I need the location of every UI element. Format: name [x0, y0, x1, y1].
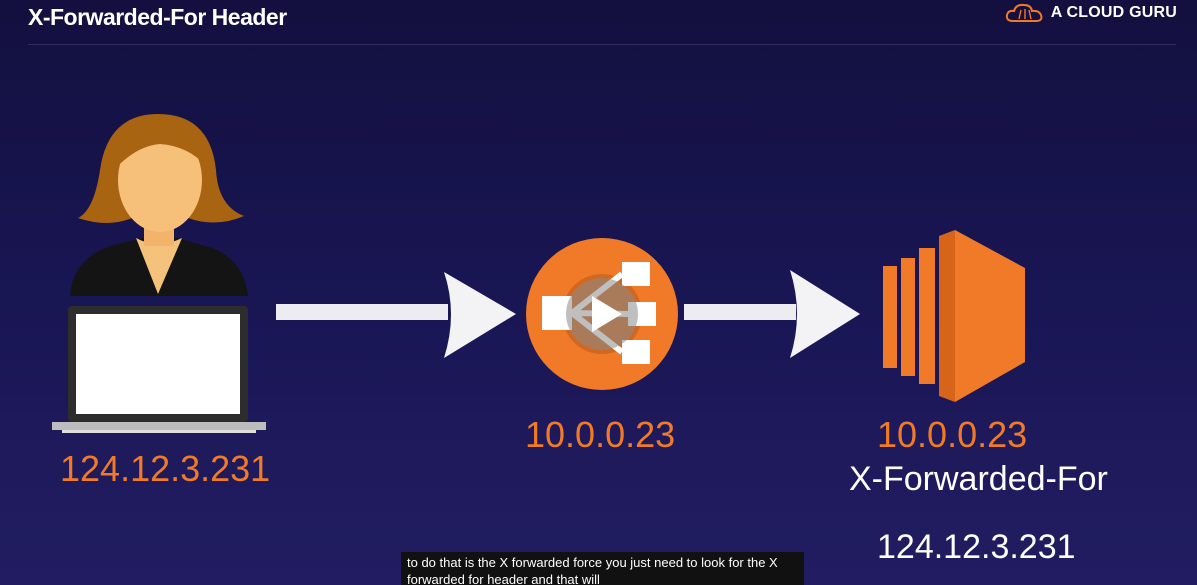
cloud-icon — [1005, 3, 1043, 22]
server-ip-label: 10.0.0.23 — [877, 414, 1028, 455]
ec2-instance-icon — [883, 230, 1025, 402]
elastic-load-balancer-icon — [526, 238, 678, 390]
slide-title: X-Forwarded-For Header — [28, 4, 287, 30]
header-value-label: 124.12.3.231 — [877, 528, 1076, 566]
brand-logo: A CLOUD GURU — [1005, 2, 1177, 24]
caption-text: to do that is the X forwarded force you … — [401, 552, 804, 585]
title-divider — [28, 44, 1176, 45]
user-with-laptop-icon — [52, 114, 266, 433]
brand-name: A CLOUD GURU — [1050, 4, 1177, 21]
header-name-label: X-Forwarded-For — [849, 460, 1108, 498]
client-ip-label: 124.12.3.231 — [60, 448, 271, 489]
arrow-right-icon — [684, 270, 860, 358]
load-balancer-ip-label: 10.0.0.23 — [525, 414, 676, 455]
arrow-right-icon — [276, 272, 516, 358]
